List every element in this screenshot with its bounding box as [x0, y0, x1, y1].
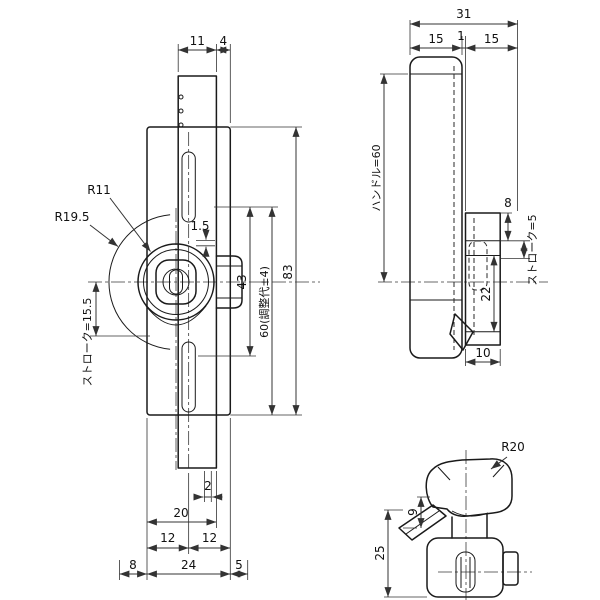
dim-label-2: 2	[204, 479, 212, 493]
punch-mark	[178, 122, 184, 128]
pivot-circle	[162, 268, 190, 296]
mount-slot-bottom	[181, 341, 196, 413]
dim-label-31: 31	[456, 7, 471, 21]
dim-label-stroke-15-5: ストローク=15.5	[81, 298, 94, 387]
side-view: 31 15 1 15 ハンドル=60 ストローク=5 8 22 10	[370, 7, 548, 366]
hidden-cam-outline	[468, 240, 488, 291]
side-block-outline	[502, 551, 519, 586]
dim-label-25: 25	[373, 545, 387, 560]
body-plan-outline	[426, 537, 504, 598]
dim-label-12a: 12	[160, 531, 175, 545]
dim-label-1: 1	[457, 29, 465, 43]
knob-outline	[155, 259, 197, 305]
cam-tongue-arc	[145, 305, 207, 326]
handle-body-seams	[410, 73, 462, 301]
dim-label-9: 9	[406, 508, 420, 516]
dim-label-5: 5	[235, 558, 243, 572]
base-plate-outline	[146, 126, 232, 416]
dim-label-83: 83	[281, 264, 295, 279]
screw-boss-outline	[455, 551, 476, 593]
tongue-side-outline	[449, 313, 474, 351]
punch-mark	[178, 108, 184, 114]
dim-label-22: 22	[479, 286, 493, 301]
dim-label-20: 20	[173, 506, 188, 520]
dim-label-r11: R11	[87, 183, 111, 197]
dim-label-60-adjust: 60(調整代±4)	[257, 266, 271, 338]
knob-facet-lines	[437, 464, 505, 517]
handle-hub-circle	[137, 243, 215, 321]
base-plate-side-outline	[464, 212, 501, 346]
catch-block-lines	[216, 265, 242, 299]
punch-mark	[178, 94, 184, 100]
dim-label-stroke-5: ストローク=5	[526, 214, 539, 285]
dim-label-4: 4	[219, 34, 227, 48]
thumb-tab-outline	[398, 504, 447, 541]
catch-block-outline	[215, 255, 243, 309]
base-plate-feature-lines	[465, 240, 501, 333]
bottom-view: R20 9 25	[373, 440, 532, 600]
front-view: 11 4 R11 R19.5 1.5 43 60(調整代±4) 83 ストローク…	[54, 34, 320, 580]
extension-line	[90, 44, 302, 580]
handle-body-side-outline	[409, 56, 463, 359]
mount-rail-outline	[177, 75, 218, 469]
dim-label-24: 24	[181, 558, 196, 572]
dim-label-r19-5: R19.5	[54, 210, 89, 224]
dim-label-15b: 15	[484, 32, 499, 46]
centerline	[438, 450, 532, 600]
dim-label-12b: 12	[202, 531, 217, 545]
dim-label-handle-60: ハンドル=60	[370, 144, 383, 211]
dim-label-8-side: 8	[504, 196, 512, 210]
dim-label-10: 10	[475, 346, 490, 360]
dim-label-1-5: 1.5	[190, 219, 209, 233]
dim-label-15a: 15	[428, 32, 443, 46]
knob-neck-lines	[451, 513, 488, 539]
radius-leader	[89, 224, 119, 247]
mount-slot-top	[181, 151, 196, 223]
knob-plan-outline	[425, 458, 513, 517]
swing-arc	[108, 214, 171, 350]
handle-hub-inner-circle	[143, 249, 209, 315]
screw-boss-lines	[460, 557, 471, 588]
radius-leader	[490, 456, 508, 470]
dim-label-11: 11	[190, 34, 205, 48]
dim-label-r20: R20	[501, 440, 525, 454]
pivot-slot	[169, 269, 183, 295]
radius-leader	[109, 197, 151, 252]
dim-label-43: 43	[235, 274, 249, 289]
dim-label-8: 8	[129, 558, 137, 572]
